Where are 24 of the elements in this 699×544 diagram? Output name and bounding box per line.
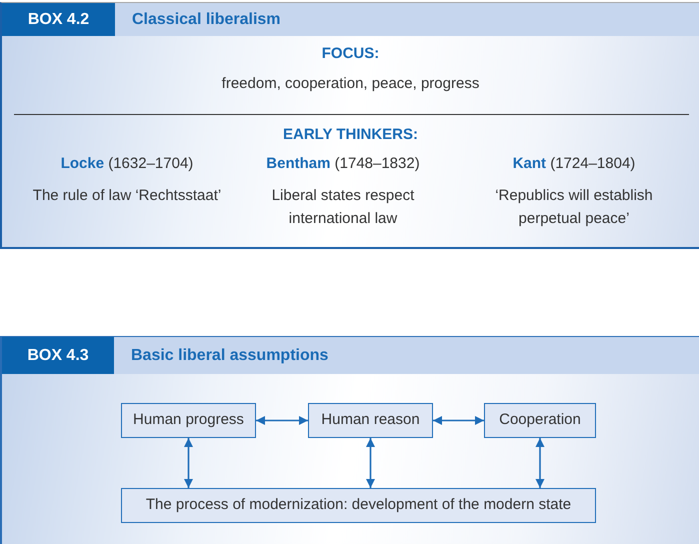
process-box: Human reason bbox=[308, 403, 433, 438]
double-arrow bbox=[366, 438, 375, 488]
title-band: Basic liberal assumptions bbox=[114, 337, 699, 374]
focus-list: freedom, cooperation, peace, progress bbox=[222, 74, 480, 94]
process-box: The process of modernization: development of the modern state bbox=[121, 488, 596, 523]
thinker-idea: Liberal states respect international law bbox=[270, 186, 416, 229]
box-number-tab: BOX 4.3 bbox=[2, 337, 114, 374]
process-box: Human progress bbox=[121, 403, 256, 438]
double-arrow bbox=[184, 438, 193, 488]
section-heading: FOCUS: bbox=[322, 44, 380, 64]
thinker-name: Bentham (1748–1832) bbox=[266, 154, 420, 174]
info-panel bbox=[0, 2, 699, 249]
section-heading: EARLY THINKERS: bbox=[282, 125, 418, 145]
double-arrow bbox=[536, 438, 544, 488]
thinker-idea: The rule of law ‘Rechtsstaat’ bbox=[32, 186, 222, 206]
title-band: Classical liberalism bbox=[115, 3, 699, 36]
double-arrow bbox=[256, 416, 308, 425]
thinker-name: Kant (1724–1804) bbox=[512, 154, 636, 174]
thinker-name: Locke (1632–1704) bbox=[60, 154, 194, 174]
process-box: Cooperation bbox=[484, 403, 596, 438]
thinker-idea: ‘Republics will establish perpetual peace’ bbox=[494, 186, 654, 229]
box-number-tab: BOX 4.2 bbox=[2, 3, 115, 36]
double-arrow bbox=[433, 416, 484, 425]
info-panel bbox=[0, 336, 699, 544]
